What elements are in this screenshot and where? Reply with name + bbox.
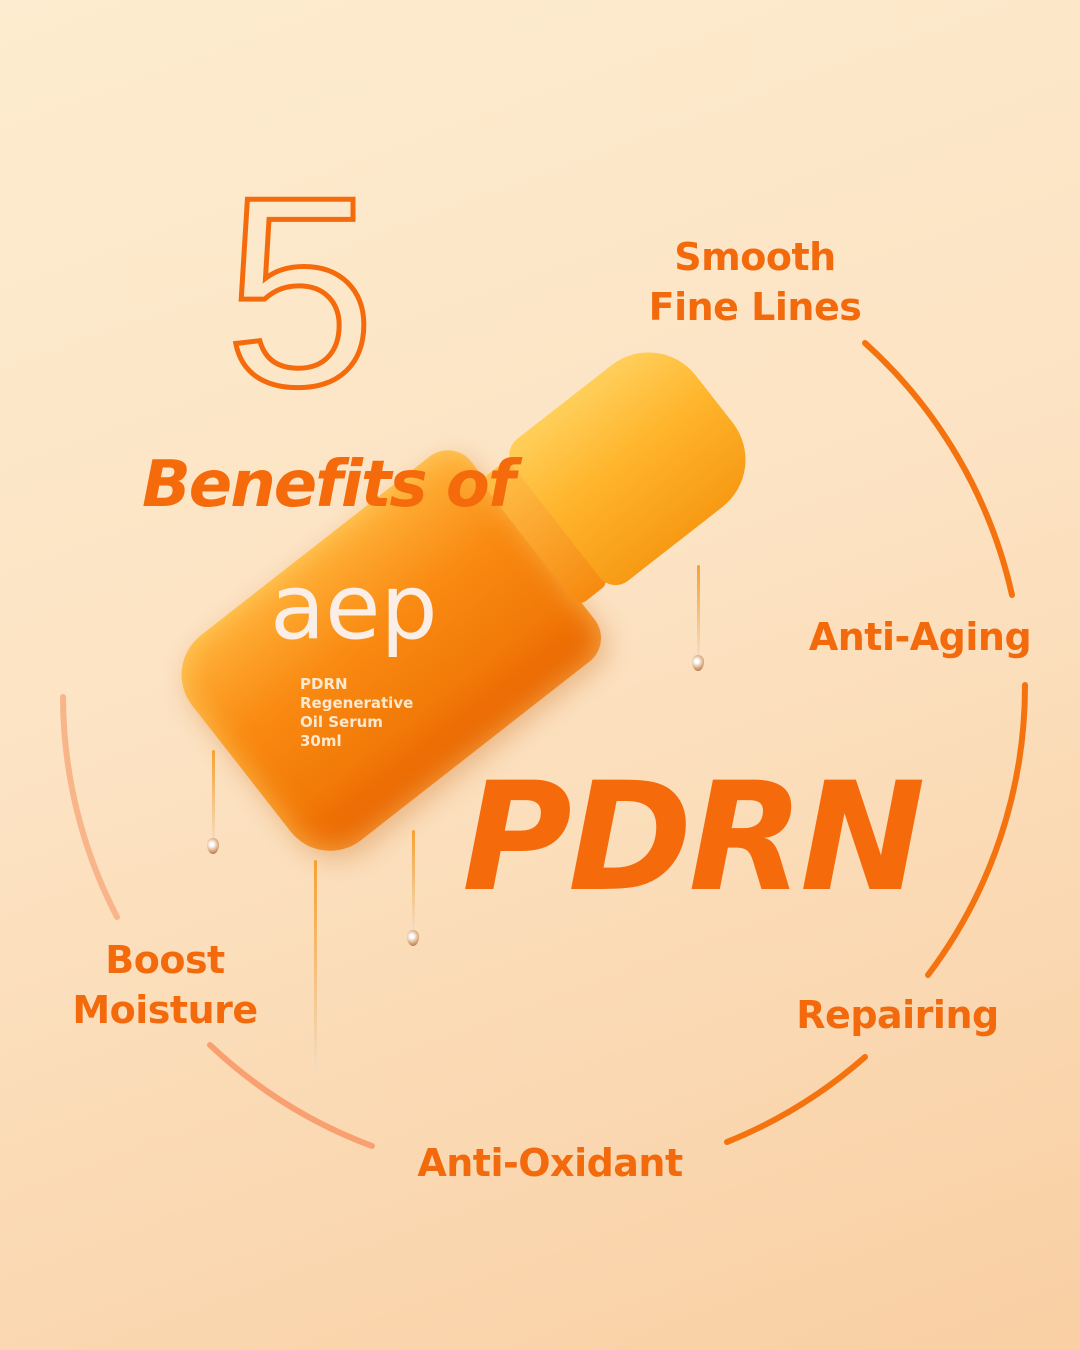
- oil-drop: [692, 655, 704, 671]
- oil-drip: [412, 830, 415, 930]
- benefit-label-line: Moisture: [72, 988, 258, 1032]
- benefit-boost-moisture: Boost Moisture: [50, 935, 280, 1035]
- brand-logo: aep: [270, 555, 438, 660]
- big-number-5: 5: [225, 142, 375, 443]
- benefit-repairing: Repairing: [796, 993, 999, 1037]
- product-name-line: Regenerative: [300, 694, 414, 712]
- benefit-anti-aging: Anti-Aging: [808, 615, 1032, 659]
- product-name-line: Oil Serum: [300, 713, 383, 731]
- benefit-label-line: Boost: [105, 938, 225, 982]
- oil-drip: [212, 750, 215, 840]
- circle-arc: [862, 340, 1015, 598]
- benefit-anti-oxidant: Anti-Oxidant: [417, 1141, 683, 1185]
- product-volume: 30ml: [300, 732, 342, 750]
- product-label: PDRN Regenerative Oil Serum 30ml: [300, 675, 413, 751]
- oil-drop: [207, 838, 219, 854]
- circle-arc: [724, 1054, 868, 1145]
- circle-arc: [207, 1042, 375, 1149]
- circle-arc: [60, 694, 120, 920]
- oil-drop: [407, 930, 419, 946]
- oil-drip: [697, 565, 700, 655]
- oil-drip: [314, 860, 317, 1070]
- benefit-label-line: Smooth: [674, 235, 836, 279]
- benefit-smooth-fine-lines: Smooth Fine Lines: [620, 232, 890, 332]
- circle-arc: [925, 682, 1029, 978]
- headline-benefits-of: Benefits of: [142, 448, 516, 522]
- benefit-label-line: Fine Lines: [648, 285, 862, 329]
- product-name-line: PDRN: [300, 675, 348, 693]
- headline-pdrn: PDRN: [462, 751, 925, 925]
